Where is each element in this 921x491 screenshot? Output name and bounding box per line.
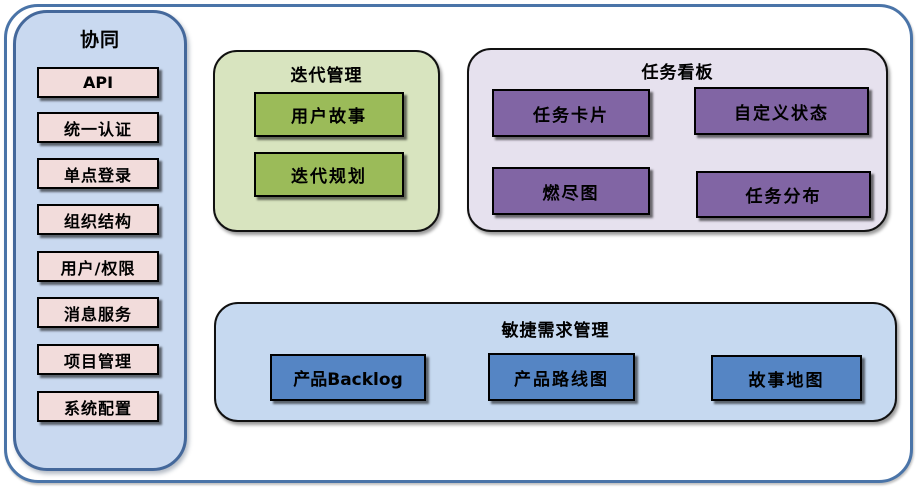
sidebar-item-project-management: 项目管理 xyxy=(37,344,159,375)
sidebar-item-unified-auth: 统一认证 xyxy=(37,112,159,143)
group-agile-requirement-management: 敏捷需求管理 产品Backlog 产品路线图 故事地图 xyxy=(214,302,897,422)
iteration-group-title: 迭代管理 xyxy=(290,66,363,86)
box-task-distribution: 任务分布 xyxy=(696,171,871,218)
kanban-group-title: 任务看板 xyxy=(641,63,714,83)
sidebar-item-org-structure: 组织结构 xyxy=(37,204,159,235)
sidebar-item-single-sign-on: 单点登录 xyxy=(37,158,159,189)
sidebar-item-message-service: 消息服务 xyxy=(37,297,159,328)
collaboration-panel-title: 协同 xyxy=(79,29,120,51)
box-product-roadmap: 产品路线图 xyxy=(488,353,635,401)
agile-group-title: 敏捷需求管理 xyxy=(501,321,610,341)
box-burndown-chart: 燃尽图 xyxy=(492,167,650,215)
box-product-backlog: 产品Backlog xyxy=(270,354,426,401)
sidebar-item-system-config: 系统配置 xyxy=(37,391,159,422)
box-custom-status: 自定义状态 xyxy=(694,87,869,135)
sidebar-item-api: API xyxy=(37,67,159,98)
box-task-card: 任务卡片 xyxy=(492,89,650,137)
box-story-map: 故事地图 xyxy=(711,355,862,401)
sidebar-item-user-permissions: 用户/权限 xyxy=(37,251,159,282)
group-task-board: 任务看板 任务卡片 自定义状态 燃尽图 任务分布 xyxy=(467,48,888,232)
box-iteration-planning: 迭代规划 xyxy=(254,152,404,197)
group-iteration-management: 迭代管理 用户故事 迭代规划 xyxy=(213,50,440,232)
box-user-story: 用户故事 xyxy=(254,92,404,137)
